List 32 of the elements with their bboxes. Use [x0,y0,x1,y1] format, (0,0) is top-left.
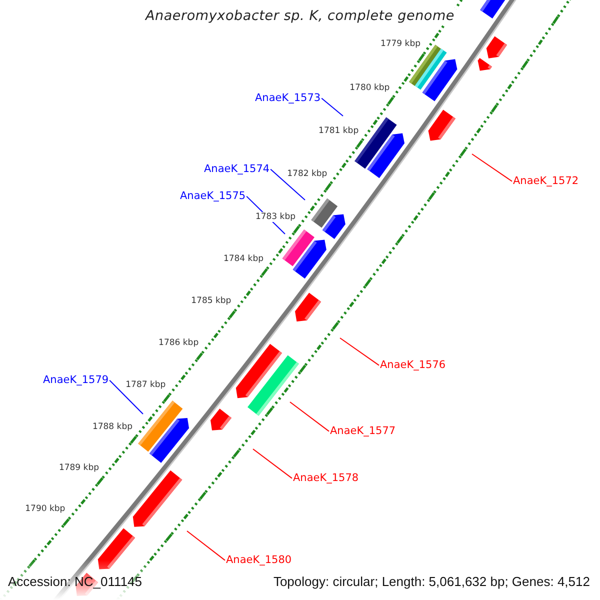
leader-line [252,448,292,479]
diagram-title: Anaeromyxobacter sp. K, complete genome [143,8,457,24]
scale-label: 1786 kbp [158,338,199,349]
scale-label: 1790 kbp [25,504,66,514]
gene-label: AnaeK_1573 [255,92,321,105]
leader-line [321,98,344,116]
gene-label: AnaeK_1577 [330,425,396,438]
scale-label: 1789 kbp [58,463,99,474]
scale-label: 1781 kbp [318,126,359,136]
footer-text: Topology: circular; Length: 5,061,632 bp; Genes: 4,512 [273,574,590,590]
leader-line [340,338,380,366]
scale-label: 1779 kbp [380,39,420,50]
gene-label: AnaeK_1580 [226,554,292,567]
scale-label: 1785 kbp [191,296,232,307]
scale-label: 1783 kbp [255,212,296,222]
leader-line [290,402,330,432]
scale-label: 1788 kbp [92,422,132,432]
gene-label: AnaeK_1575 [180,190,246,203]
gene-label: AnaeK_1572 [513,175,579,188]
leader-line [109,380,144,414]
scale-label: 1784 kbp [223,254,264,264]
leader-line [270,168,306,200]
scale-label: 1780 kbp [350,82,390,93]
leader-line [472,154,512,182]
footer-text: Accession: NC_011145 [8,574,142,590]
gene-label: AnaeK_1578 [293,472,359,485]
leader-line [186,530,226,561]
scale-label: 1782 kbp [287,168,328,180]
gene-label: AnaeK_1579 [43,374,109,387]
gene-label: AnaeK_1576 [380,359,446,372]
scale-label: 1787 kbp [126,380,166,390]
gene-label: AnaeK_1574 [204,163,270,176]
